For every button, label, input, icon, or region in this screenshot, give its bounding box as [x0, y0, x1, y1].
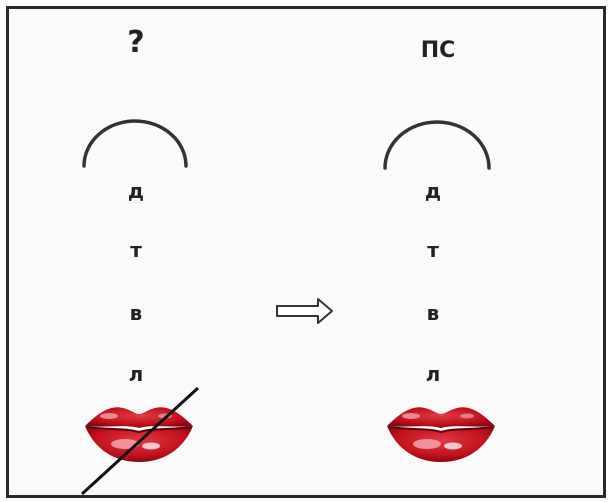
double-arrow-right-icon: [276, 298, 333, 324]
right-lips-icon: [386, 406, 496, 463]
right-title-ps: ПС: [420, 38, 456, 63]
left-lips-icon: [84, 406, 194, 463]
right-letter-d: д: [424, 179, 442, 203]
right-arc-icon: [383, 120, 491, 170]
right-letter-t: т: [427, 238, 439, 262]
left-question-mark: ?: [127, 25, 145, 60]
left-letter-v: в: [129, 301, 143, 325]
strike-line: [80, 386, 200, 496]
right-letter-v: в: [426, 301, 440, 325]
left-arc-icon: [82, 119, 188, 168]
left-letter-l: л: [128, 362, 144, 386]
right-letter-l: л: [425, 362, 441, 386]
left-letter-d: д: [127, 179, 145, 203]
left-letter-t: т: [130, 238, 142, 262]
